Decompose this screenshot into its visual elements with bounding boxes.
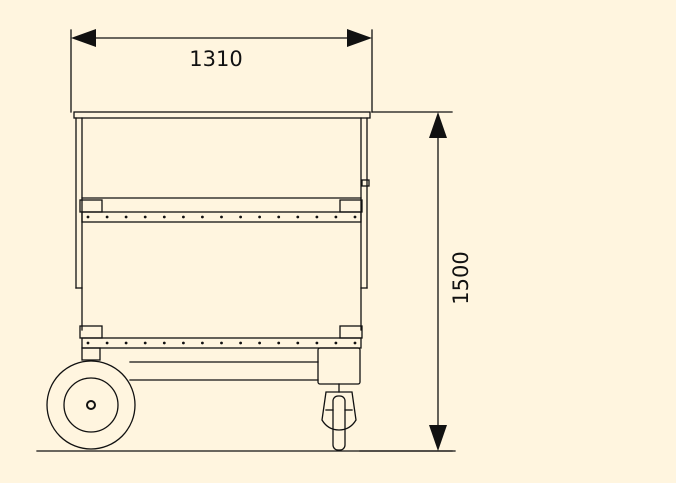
upper-rail-bolt	[143, 215, 147, 219]
lower-rail-bolt	[201, 341, 204, 345]
lower-rail-bolt	[124, 341, 128, 345]
upper-corner-bracket-left	[79, 199, 103, 213]
width-arrow-right	[347, 29, 372, 47]
cart-body	[73, 111, 371, 385]
upper-rail-bolt	[201, 215, 204, 219]
rear-caster	[321, 383, 357, 451]
lower-rail-bolt	[353, 341, 357, 345]
lower-rail-bolt	[182, 341, 185, 345]
lower-rail-bolt	[220, 341, 223, 345]
upper-rail-bolt	[258, 215, 261, 219]
front-wheel-hub	[86, 400, 96, 410]
upper-rail-bolt	[162, 215, 166, 219]
caster-wheel	[332, 395, 346, 451]
top-rim	[73, 111, 371, 119]
front-axle-block	[81, 347, 101, 361]
upper-rail-bolt	[182, 215, 185, 219]
lower-rail-bolt	[315, 341, 319, 345]
lower-rail-bolt	[334, 341, 338, 345]
lower-corner-bracket-left	[79, 325, 103, 339]
upper-rail-bolt	[105, 215, 109, 219]
upper-rail-bolts	[86, 215, 357, 219]
height-dimension: 1500	[359, 111, 473, 452]
upper-rail-bolt	[239, 215, 243, 219]
lower-rail-bolt	[296, 341, 300, 345]
upper-rail-bolt	[334, 215, 338, 219]
lower-rail-bolt	[105, 341, 109, 345]
caster-fork	[321, 391, 357, 431]
height-arrow-bottom	[429, 425, 447, 451]
front-wheel	[46, 360, 136, 450]
lower-rail-bolts	[86, 341, 357, 345]
lower-rail-bolt	[277, 341, 281, 345]
upper-rail-bolt	[277, 215, 281, 219]
rear-caster-housing	[317, 347, 361, 385]
latch	[361, 179, 370, 187]
lower-rail-bolt	[258, 341, 261, 345]
lower-corner-bracket-right	[339, 325, 363, 339]
upper-rail-bolt	[296, 215, 300, 219]
width-dimension: 1310	[70, 29, 373, 113]
lower-rail	[81, 337, 362, 349]
width-dimension-label: 1310	[189, 47, 242, 71]
height-dimension-label: 1500	[449, 251, 473, 304]
upper-corner-bracket-right	[339, 199, 363, 213]
lower-rail-bolt	[143, 341, 147, 345]
front-wheel-tire	[46, 360, 136, 450]
lower-rail-bolt	[162, 341, 166, 345]
width-arrow-left	[71, 29, 96, 47]
upper-rail-bolt	[315, 215, 319, 219]
upper-rail-bolt	[220, 215, 223, 219]
upper-rail-bolt	[86, 215, 90, 219]
front-wheel-rim	[63, 377, 119, 433]
height-arrow-top	[429, 112, 447, 138]
upper-rail-bolt	[353, 215, 357, 219]
upper-rail	[81, 211, 362, 223]
lower-rail-bolt	[239, 341, 243, 345]
lower-rail-bolt	[86, 341, 90, 345]
upper-rail-bolt	[124, 215, 128, 219]
